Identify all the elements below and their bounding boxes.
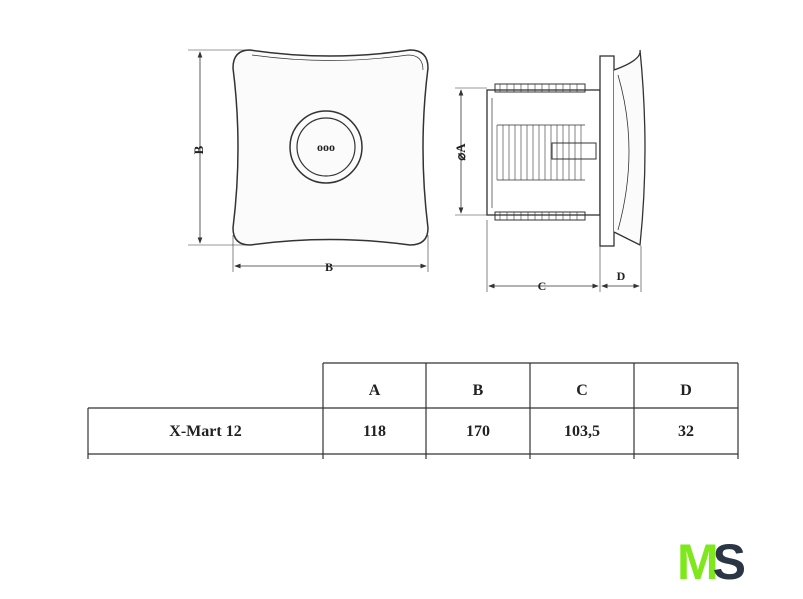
logo-m: M	[677, 534, 719, 590]
dimension-b-vertical-label: B	[191, 145, 206, 154]
dimension-d-label: D	[617, 269, 626, 283]
ms-logo: MS	[677, 534, 746, 590]
value-b: 170	[466, 423, 490, 440]
header-c: C	[576, 382, 588, 399]
model-name: X-Mart 12	[169, 423, 242, 440]
dimension-b-horizontal-label: B	[325, 260, 333, 274]
header-b: B	[472, 382, 484, 399]
header-d: D	[680, 382, 692, 399]
front-view	[188, 49, 429, 272]
value-d: 32	[678, 423, 694, 440]
value-c: 103,5	[564, 423, 600, 440]
button-symbol: ooo	[317, 140, 335, 154]
value-a: 118	[362, 423, 387, 440]
dimensions-table-grid	[87, 362, 739, 459]
dimension-a-label: ⌀A	[453, 143, 468, 161]
logo-s: S	[712, 534, 746, 590]
dimension-c-label: C	[538, 279, 547, 293]
header-a: A	[368, 382, 381, 399]
side-view	[455, 49, 646, 292]
